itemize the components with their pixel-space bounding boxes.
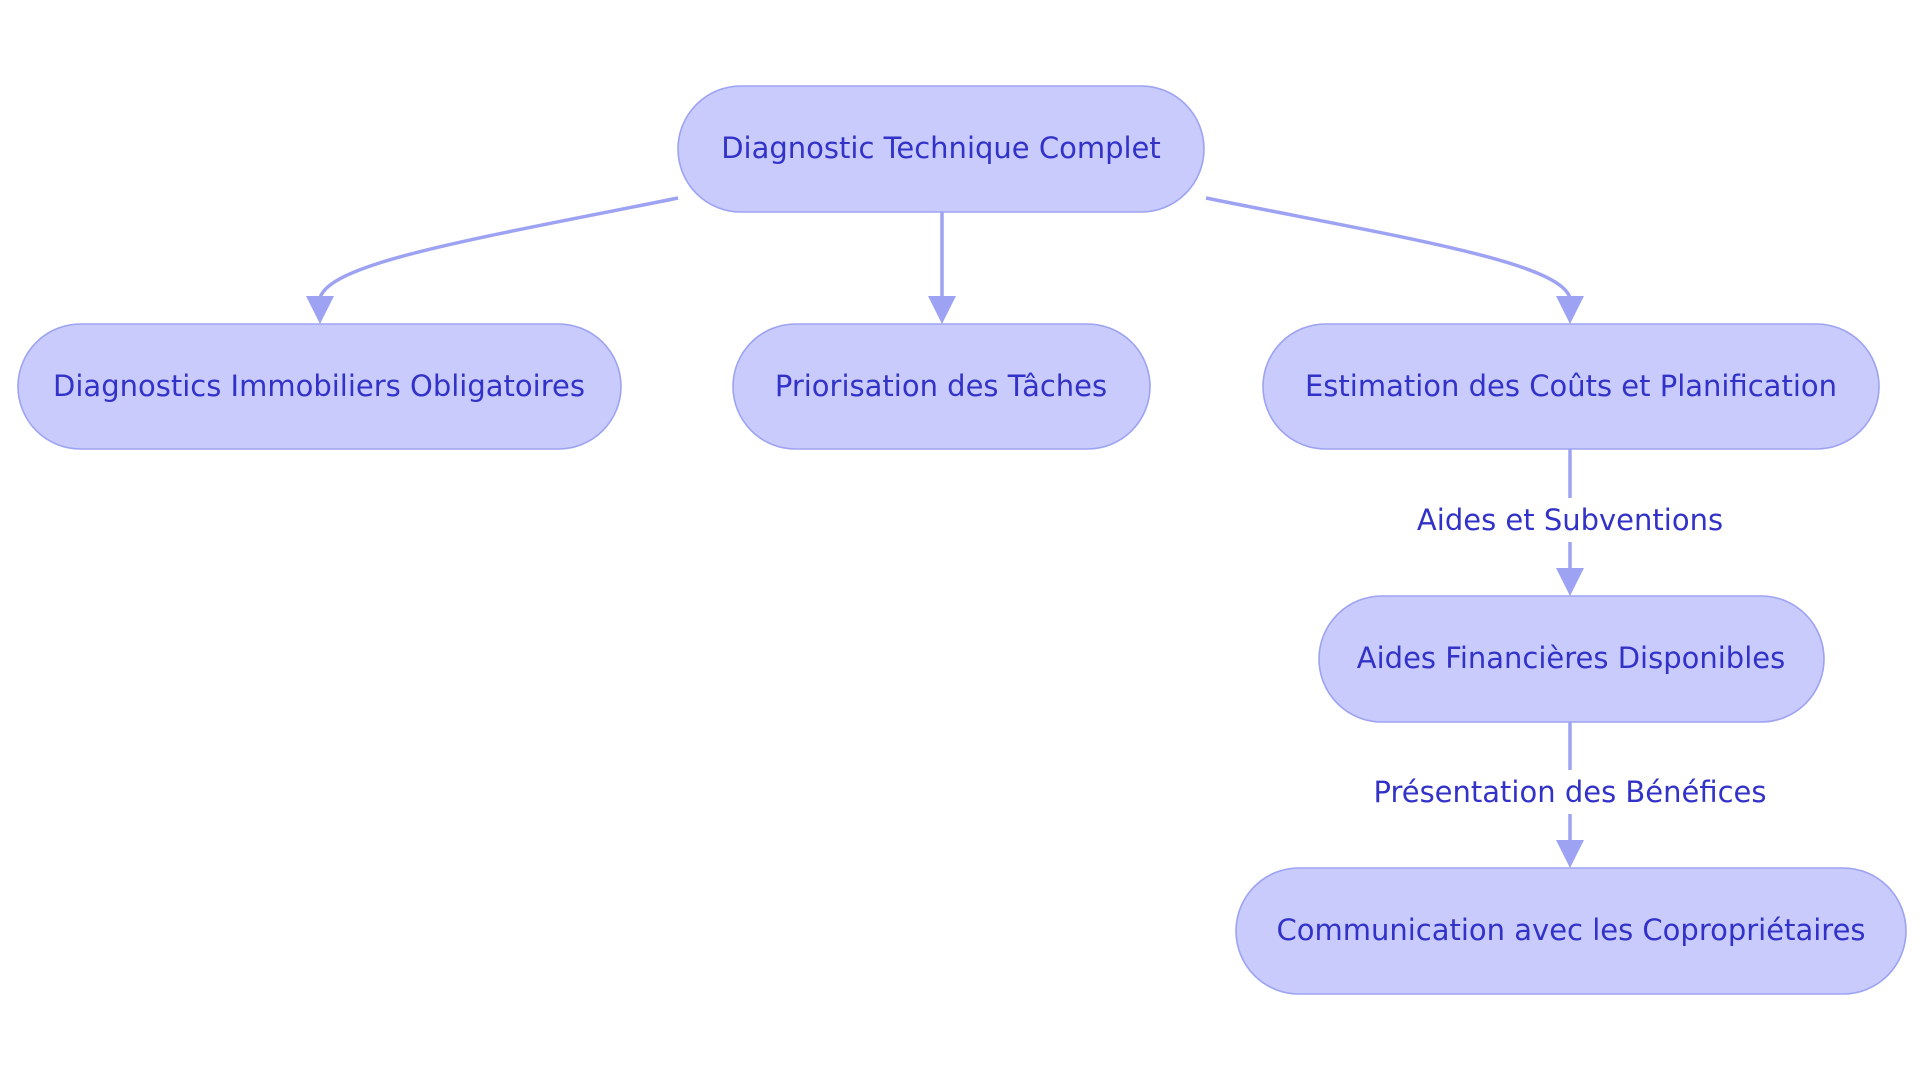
arrowhead: [928, 296, 956, 324]
arrowhead: [306, 296, 334, 324]
edge-labels: Aides et Subventions Présentation des Bé…: [1370, 498, 1770, 814]
node-label: Diagnostic Technique Complet: [721, 131, 1161, 165]
edge-label-background: [1370, 770, 1770, 814]
node-shape: [1235, 867, 1907, 995]
edges: [306, 196, 1584, 868]
edge-label-text: Aides et Subventions: [1417, 503, 1723, 537]
edge-root-to-diagnostics: [306, 196, 679, 324]
node-label: Estimation des Coûts et Planification: [1305, 369, 1837, 403]
node-aides-financieres-disponibles[interactable]: Aides Financières Disponibles: [1318, 595, 1825, 723]
node-shape: [732, 323, 1151, 450]
arrowhead: [1556, 296, 1584, 324]
node-shape: [1318, 595, 1825, 723]
edge-root-to-priorisation: [928, 212, 956, 324]
edge-label-presentation-des-benefices: Présentation des Bénéfices: [1370, 770, 1770, 814]
edge-label-background: [1415, 498, 1725, 542]
edge-line: [318, 196, 679, 299]
edge-label-text: Présentation des Bénéfices: [1373, 775, 1766, 809]
node-priorisation-des-taches[interactable]: Priorisation des Tâches: [732, 323, 1151, 450]
node-shape: [677, 85, 1205, 213]
nodes: Diagnostic Technique Complet Diagnostics…: [17, 85, 1907, 995]
edge-label-aides-et-subventions: Aides et Subventions: [1415, 498, 1725, 542]
node-diagnostics-immobiliers-obligatoires[interactable]: Diagnostics Immobiliers Obligatoires: [17, 323, 622, 450]
node-label: Priorisation des Tâches: [775, 369, 1107, 403]
edge-root-to-estimation: [1205, 196, 1584, 324]
node-estimation-des-couts-et-planification[interactable]: Estimation des Coûts et Planification: [1262, 323, 1880, 450]
node-shape: [1262, 323, 1880, 450]
node-shape: [17, 323, 622, 450]
node-label: Communication avec les Copropriétaires: [1276, 913, 1865, 947]
arrowhead: [1556, 840, 1584, 868]
node-communication-avec-les-coproprietaires[interactable]: Communication avec les Copropriétaires: [1235, 867, 1907, 995]
node-label: Aides Financières Disponibles: [1357, 641, 1785, 675]
node-diagnostic-technique-complet[interactable]: Diagnostic Technique Complet: [677, 85, 1205, 213]
node-label: Diagnostics Immobiliers Obligatoires: [53, 369, 585, 403]
arrowhead: [1556, 568, 1584, 596]
edge-line: [1205, 196, 1572, 299]
